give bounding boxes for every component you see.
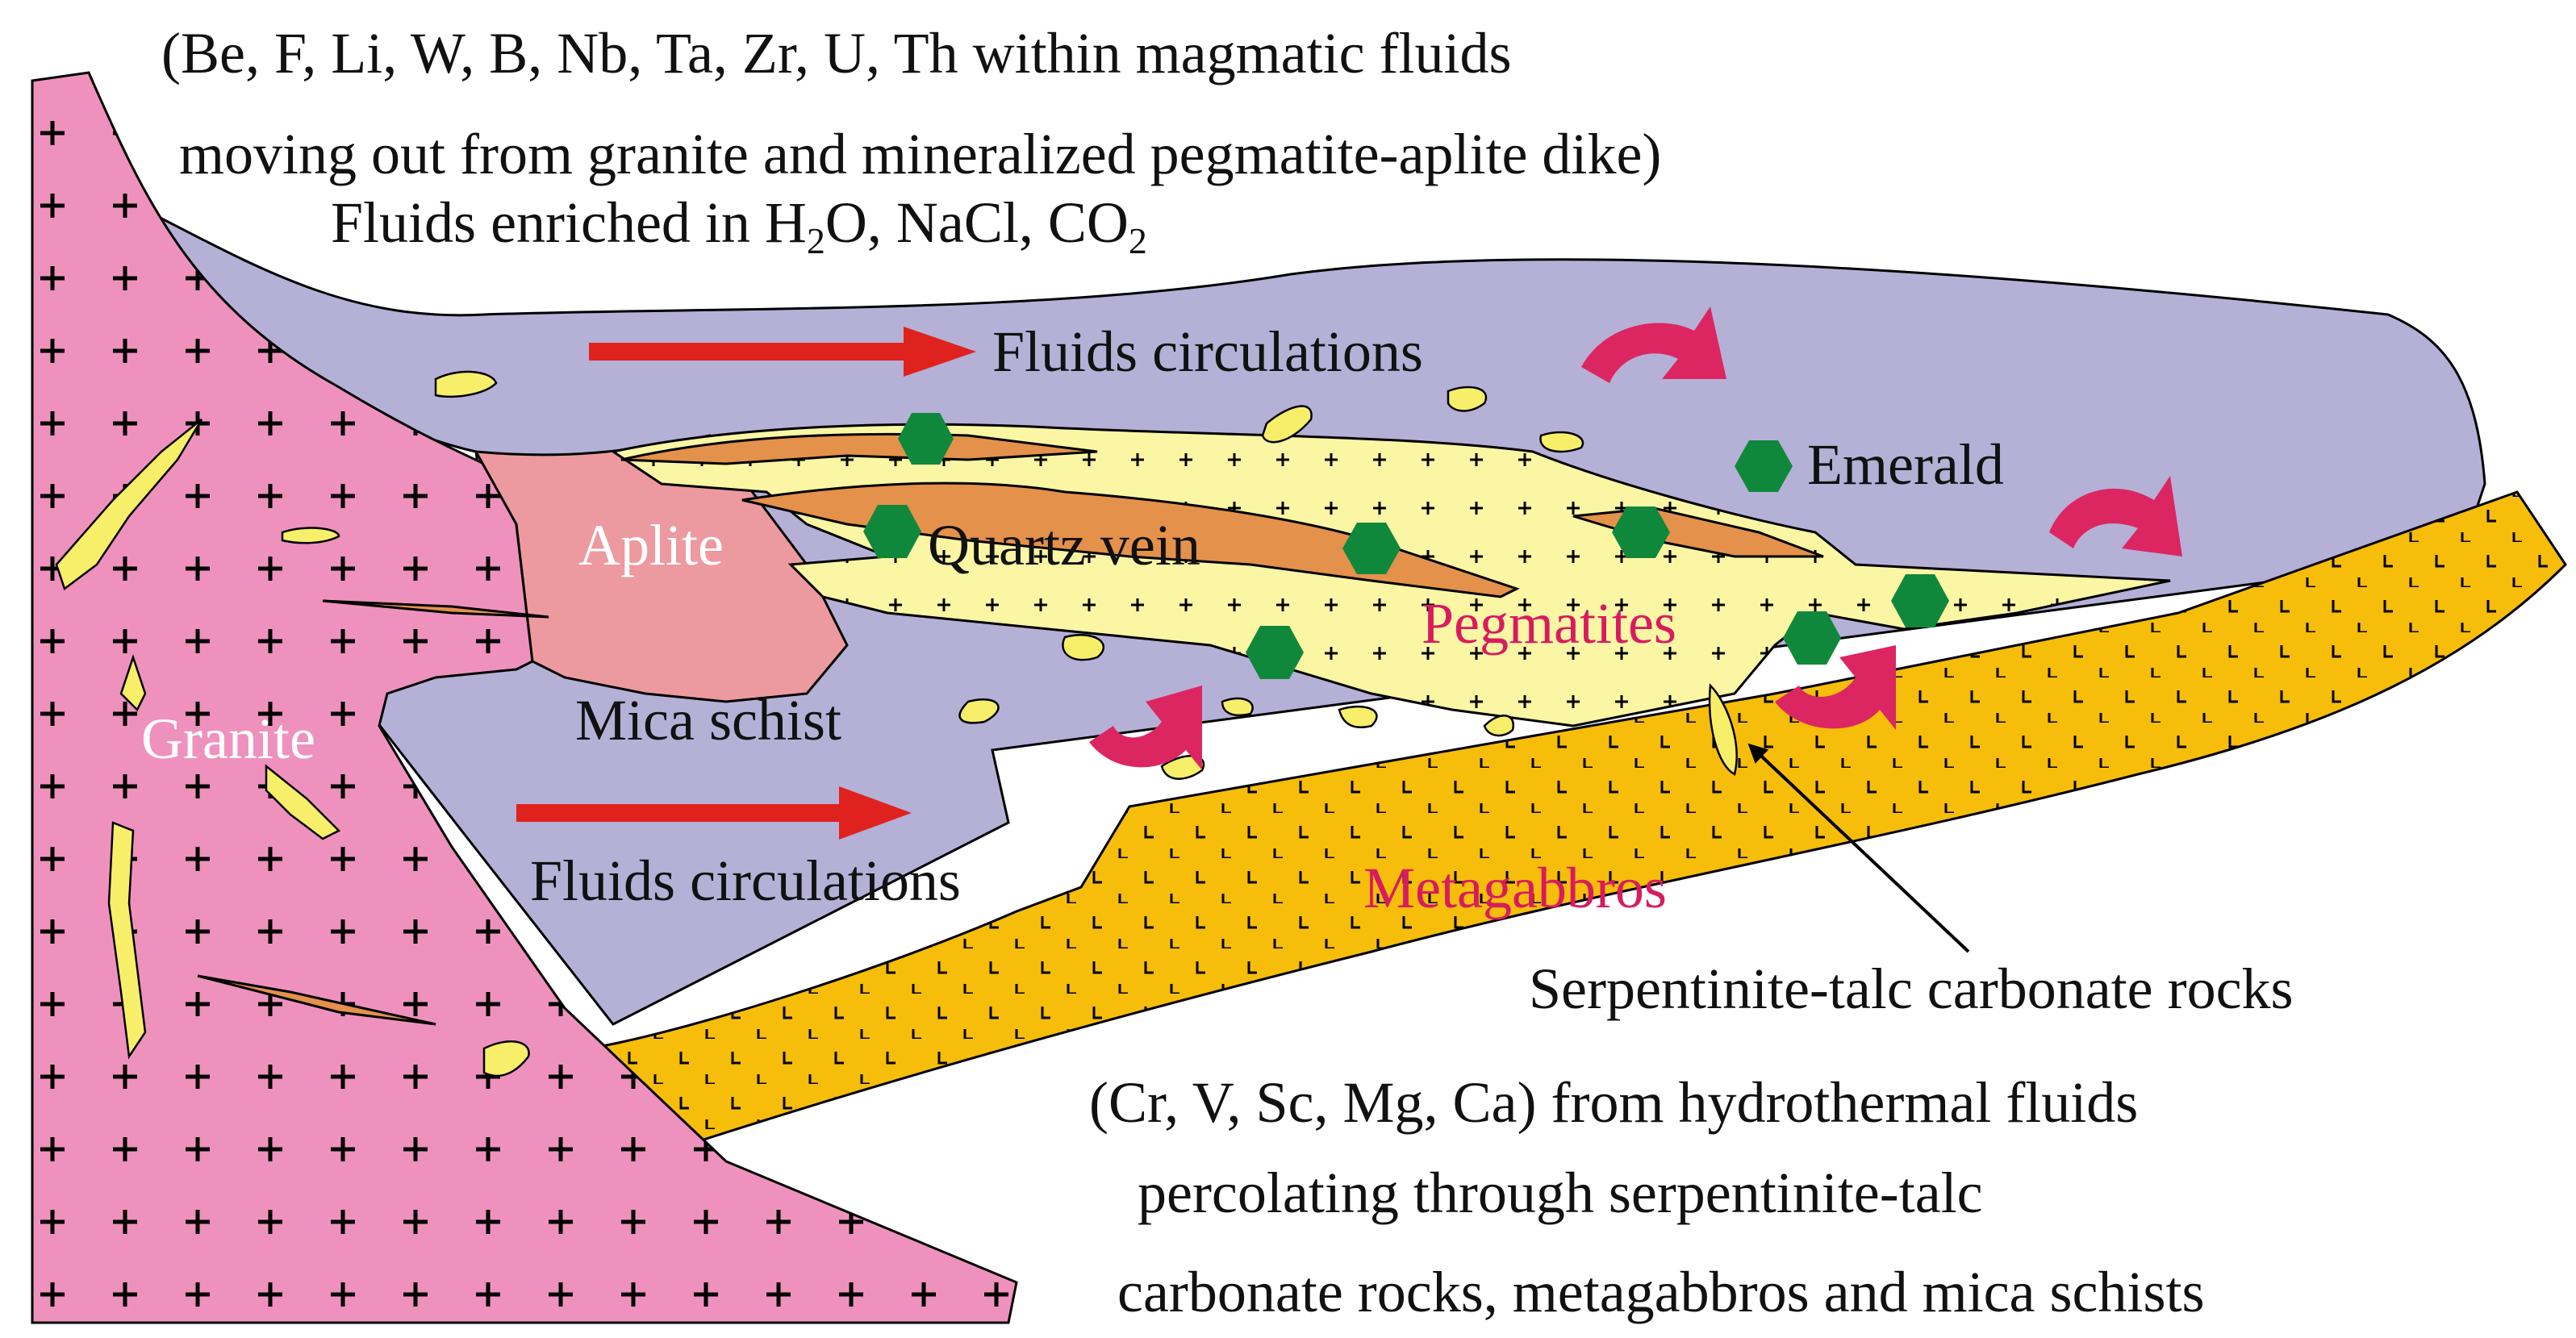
quartz-vein-granite-1	[322, 599, 549, 619]
h2o-subscript: 2	[807, 220, 825, 261]
label-metagabbros: Metagabbros	[1363, 856, 1667, 920]
label-serpentinite: Serpentinite-talc carbonate rocks	[1529, 957, 2294, 1021]
yellow-blob	[107, 821, 147, 1060]
red-arrows	[516, 327, 976, 840]
yellow-blob	[1708, 683, 1738, 776]
yellow-blob	[1338, 705, 1378, 729]
yellow-blob	[1483, 715, 1515, 737]
yellow-blob	[1261, 405, 1313, 444]
metagabbros-ornament	[589, 492, 2566, 1161]
yellow-blob	[1062, 634, 1104, 661]
emerald-hexagon	[1735, 440, 1793, 492]
top-text-line2: moving out from granite and mineralized …	[179, 122, 1661, 186]
yellow-blob	[281, 527, 340, 544]
label-quartz-vein: Quartz vein	[928, 513, 1200, 577]
curved-arrow-icon	[1089, 686, 1202, 770]
emerald-hexagon	[1246, 626, 1304, 679]
emerald-hexagon	[1612, 506, 1670, 558]
leader-line	[1747, 743, 1970, 953]
label-granite: Granite	[141, 707, 315, 771]
yellow-blob	[1447, 386, 1488, 412]
bottom-text-line3: carbonate rocks, metagabbros and mica sc…	[1117, 1260, 2205, 1324]
label-fluids-circulations-top: Fluids circulations	[992, 319, 1423, 384]
emerald-hexagon	[1891, 574, 1949, 627]
emerald-hexagon	[1783, 611, 1841, 665]
nacl-co2: O, NaCl, CO	[825, 190, 1129, 255]
quartz-vein-granite-2	[197, 974, 436, 1026]
granite-ornament	[32, 73, 1017, 1323]
curved-arrow-icon	[1775, 645, 1896, 730]
emerald-hexagon	[898, 413, 954, 465]
yellow-blobs	[55, 370, 1738, 1077]
yellow-blob	[1539, 431, 1584, 453]
emerald-hexagon	[1342, 523, 1401, 574]
top-text-line3: Fluids enriched in H2O, NaCl, CO2	[331, 190, 1147, 261]
quartz-vein-upper	[620, 432, 1098, 465]
emerald-hexagon	[863, 505, 921, 558]
curved-arrow-icon	[1581, 306, 1726, 383]
bottom-text-line2: percolating through serpentinite-talc	[1138, 1161, 1983, 1225]
arrow-right-icon	[516, 786, 912, 840]
yellow-blob	[1160, 755, 1205, 780]
yellow-blob	[958, 698, 1000, 724]
yellow-blob	[1221, 697, 1254, 717]
bottom-text-line1: (Cr, V, Sc, Mg, Ca) from hydrothermal fl…	[1089, 1070, 2138, 1135]
yellow-blob	[434, 370, 498, 398]
label-aplite: Aplite	[578, 513, 724, 577]
yellow-blob	[482, 1040, 530, 1077]
curved-arrow-icon	[2049, 476, 2182, 556]
top-text-line1: (Be, F, Li, W, B, Nb, Ta, Zr, U, Th with…	[161, 21, 1512, 85]
label-mica-schist: Mica schist	[575, 688, 841, 752]
label-fluids-circulations-bottom: Fluids circulations	[530, 848, 961, 913]
curved-arrows	[1089, 306, 2182, 770]
yellow-blob	[265, 764, 341, 840]
yellow-blob	[119, 654, 147, 712]
emeralds	[863, 413, 1949, 679]
label-pegmatites: Pegmatites	[1422, 591, 1676, 656]
co2-subscript: 2	[1129, 220, 1147, 261]
h2o-prefix: Fluids enriched in H	[331, 190, 807, 255]
arrow-right-icon	[589, 327, 976, 377]
yellow-blob	[55, 419, 203, 591]
label-emerald: Emerald	[1807, 432, 2004, 497]
